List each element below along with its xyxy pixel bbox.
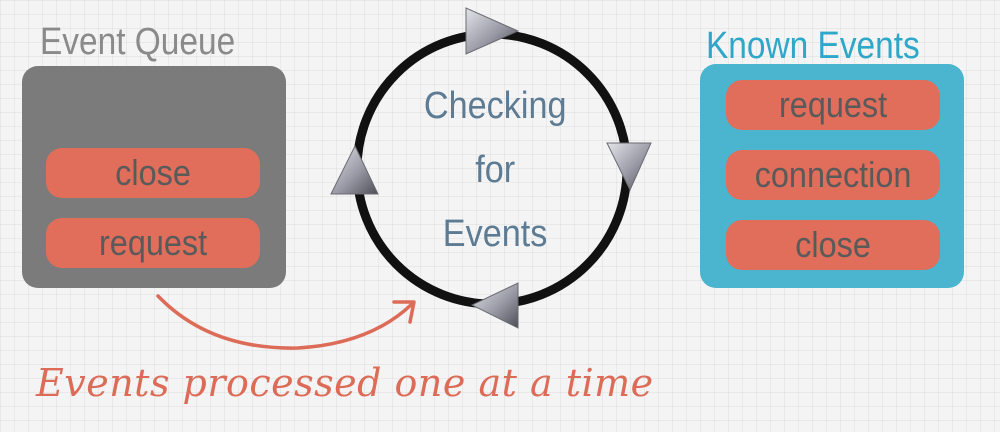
processing-arrow-icon	[156, 294, 414, 350]
known-item-request: request	[726, 80, 940, 130]
loop-label-line-1: Checking	[423, 85, 567, 127]
cycle-arrow-top-icon	[465, 7, 520, 55]
queue-item-close: close	[46, 148, 260, 198]
event-queue-title: Event Queue	[40, 21, 236, 63]
loop-label-line-2: for	[475, 149, 515, 191]
caption-text: Events processed one at a time	[36, 361, 654, 405]
cycle-arrow-right-icon	[606, 142, 652, 192]
cycle-arrow-bottom-icon	[470, 282, 519, 329]
loop-label-line-3: Events	[442, 213, 548, 255]
known-item-connection: connection	[726, 150, 940, 200]
queue-item-request: request	[46, 218, 260, 268]
cycle-arrow-left-icon	[330, 144, 379, 195]
known-events-title: Known Events	[706, 25, 920, 67]
known-item-close: close	[726, 220, 940, 270]
processing-arrowhead-icon	[392, 300, 416, 324]
